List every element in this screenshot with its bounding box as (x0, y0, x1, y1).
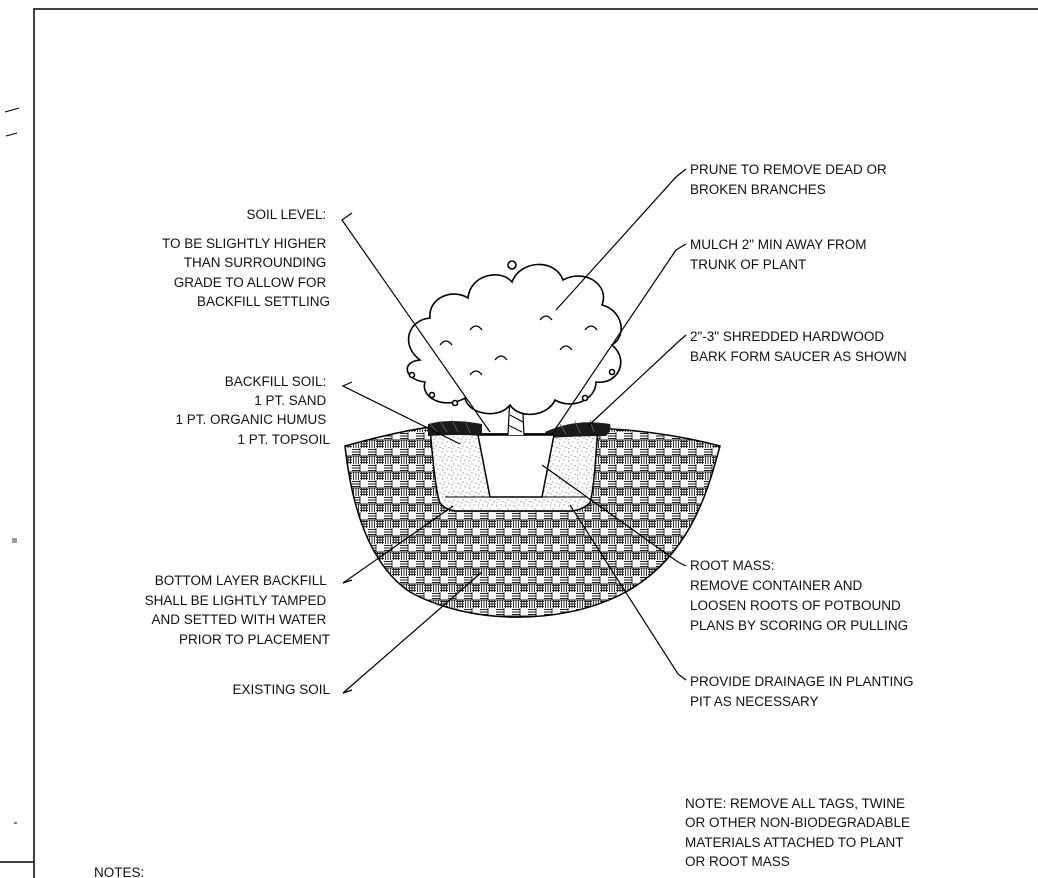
leader-backfill-soil (341, 381, 461, 445)
mulch-saucer (428, 419, 611, 438)
leader-prune (555, 168, 687, 311)
leader-soil-level (341, 212, 491, 433)
notes-heading: NOTES: (94, 865, 144, 878)
label-prune: PRUNE TO REMOVE DEAD OR BROKEN BRANCHES (690, 162, 891, 197)
sheet-border (0, 8, 1038, 878)
shrub-canopy (406, 260, 622, 416)
label-drainage: PROVIDE DRAINAGE IN PLANTING PIT AS NECE… (690, 674, 917, 709)
leader-existing-soil (342, 571, 483, 694)
leader-hardwood (587, 334, 687, 427)
bottom-backfill-layer (439, 502, 591, 512)
label-soil-level: SOIL LEVEL: TO BE SLIGHTLY HIGHER THAN S… (162, 207, 330, 309)
label-note: NOTE: REMOVE ALL TAGS, TWINE OR OTHER NO… (685, 796, 914, 869)
label-mulch: MULCH 2" MIN AWAY FROM TRUNK OF PLANT (690, 237, 870, 272)
label-root-mass: ROOT MASS: REMOVE CONTAINER AND LOOSEN R… (690, 558, 908, 633)
label-hardwood: 2"-3" SHREDDED HARDWOOD BARK FORM SAUCER… (690, 329, 907, 364)
leader-mulch (551, 243, 687, 435)
root-mass (477, 434, 555, 498)
label-backfill-soil: BACKFILL SOIL: 1 PT. SAND 1 PT. ORGANIC … (175, 374, 330, 447)
label-bottom-layer: BOTTOM LAYER BACKFILL SHALL BE LIGHTLY T… (145, 573, 330, 647)
leader-lines (341, 168, 687, 694)
leader-bottom-layer (342, 505, 454, 584)
label-existing-soil: EXISTING SOIL (232, 682, 330, 697)
leader-root-mass (541, 464, 687, 567)
leader-drainage (569, 504, 687, 681)
